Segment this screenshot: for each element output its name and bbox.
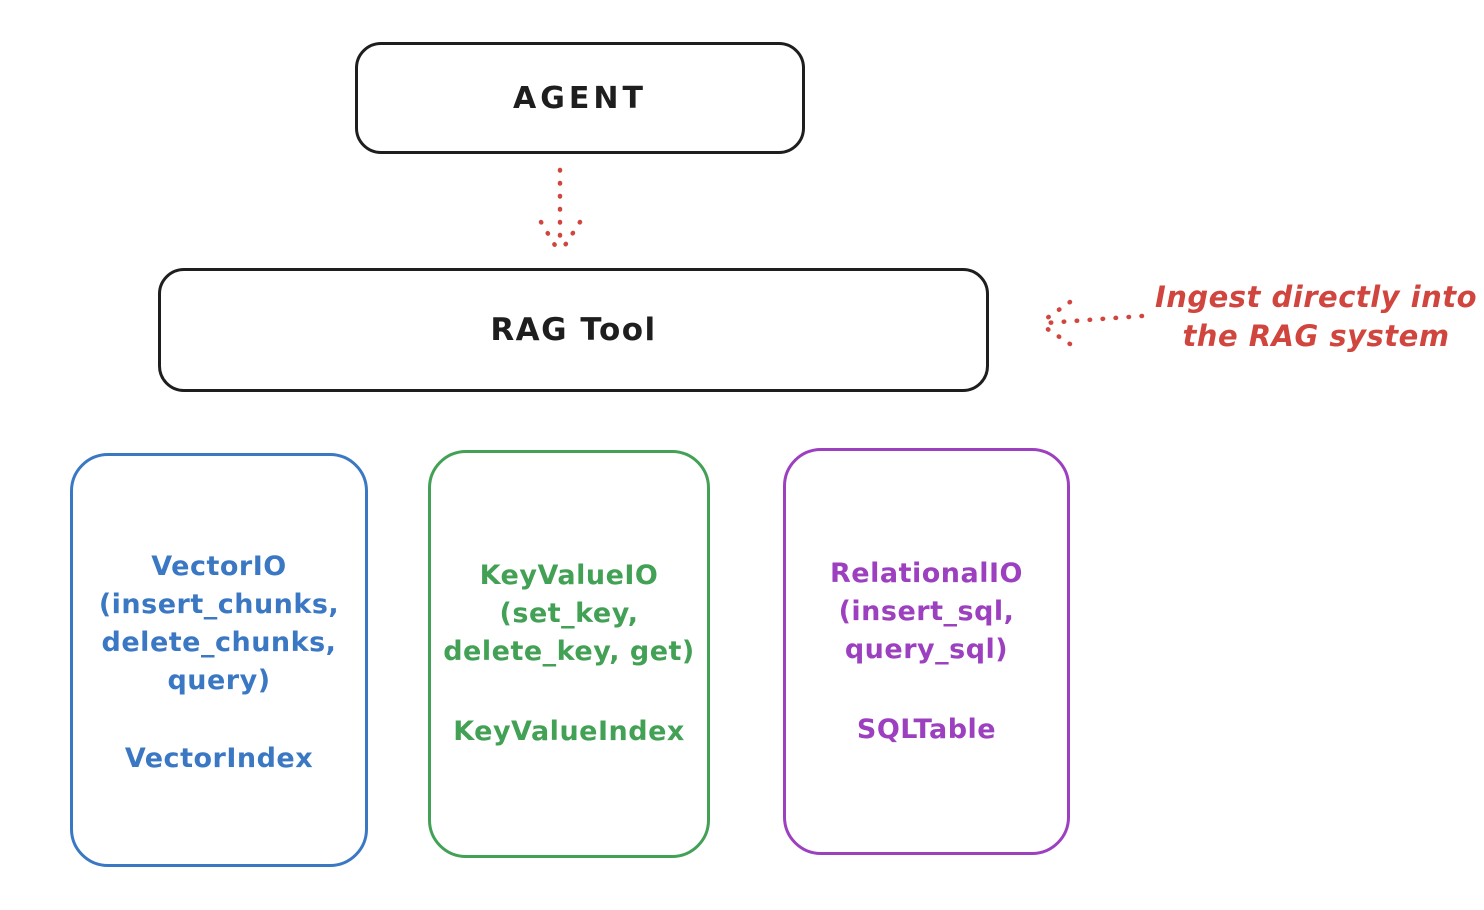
agent-node: AGENT <box>355 42 805 154</box>
rag-tool-node: RAG Tool <box>158 268 989 392</box>
relational-io-signature: RelationalIO (insert_sql, query_sql) <box>786 555 1067 669</box>
relational-io-line: (insert_sql, <box>838 596 1015 627</box>
vector-index-label: VectorIndex <box>124 743 314 774</box>
vector-io-line: query) <box>167 665 271 696</box>
agent-label: AGENT <box>513 80 647 116</box>
keyvalue-io-signature: KeyValueIO (set_key, delete_key, get) <box>431 557 707 671</box>
keyvalue-io-line: delete_key, get) <box>443 636 695 667</box>
vector-io-line: delete_chunks, <box>101 627 337 658</box>
vector-io-line: (insert_chunks, <box>98 589 340 620</box>
ingest-arrow <box>1037 299 1145 347</box>
vector-io-node: VectorIO (insert_chunks, delete_chunks, … <box>70 453 368 867</box>
keyvalue-index-label: KeyValueIndex <box>453 716 685 747</box>
rag-tool-label: RAG Tool <box>490 312 657 348</box>
relational-io-node: RelationalIO (insert_sql, query_sql) SQL… <box>783 448 1070 855</box>
ingest-annotation-line-1: Ingest directly into <box>1154 280 1478 314</box>
ingest-annotation: Ingest directly into the RAG system <box>1148 278 1484 356</box>
sql-table-label: SQLTable <box>856 714 997 745</box>
vector-io-signature: VectorIO (insert_chunks, delete_chunks, … <box>73 548 365 700</box>
keyvalue-io-line: (set_key, <box>499 598 639 629</box>
vector-io-line: VectorIO <box>151 551 287 582</box>
relational-io-line: RelationalIO <box>830 558 1023 589</box>
agent-to-ragtool-arrow <box>538 167 583 256</box>
keyvalue-io-line: KeyValueIO <box>479 560 659 591</box>
ingest-annotation-line-2: the RAG system <box>1182 319 1450 353</box>
relational-io-line: query_sql) <box>844 634 1009 665</box>
keyvalue-io-node: KeyValueIO (set_key, delete_key, get) Ke… <box>428 450 710 858</box>
